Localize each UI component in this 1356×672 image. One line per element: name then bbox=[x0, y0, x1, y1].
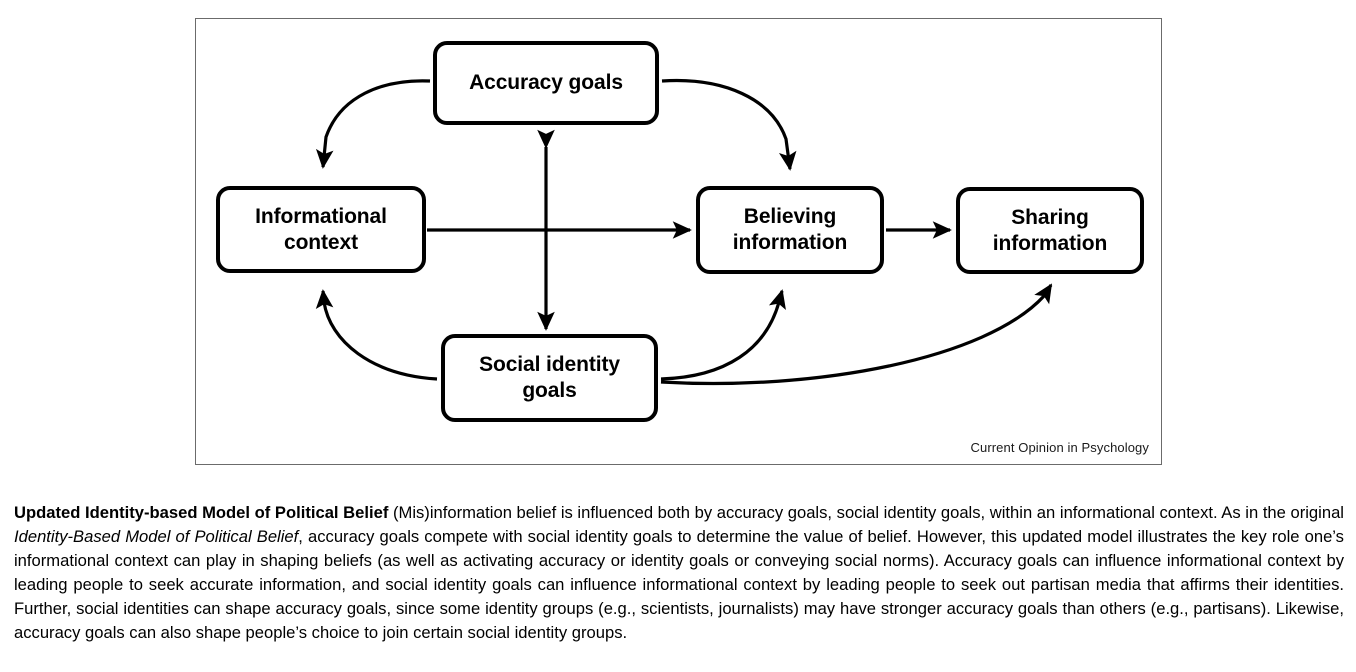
node-accuracy-goals[interactable]: Accuracy goals bbox=[433, 41, 659, 125]
diagram-arrows bbox=[315, 78, 1053, 386]
caption-segment-2: , accuracy goals compete with social ide… bbox=[14, 526, 1344, 643]
caption-segment-1: (Mis)information belief is influenced bo… bbox=[388, 502, 1344, 522]
caption-italic-title: Identity-Based Model of Political Belief bbox=[14, 526, 299, 546]
edge-social-to-sharing bbox=[660, 283, 1053, 386]
figure-caption: Updated Identity-based Model of Politica… bbox=[14, 501, 1344, 646]
edge-social-to-informational bbox=[315, 289, 438, 381]
edge-social-to-believing bbox=[660, 289, 786, 381]
journal-attribution: Current Opinion in Psychology bbox=[970, 440, 1149, 455]
caption-title: Updated Identity-based Model of Politica… bbox=[14, 502, 389, 522]
edge-accuracy-to-believing bbox=[661, 78, 797, 171]
node-accuracy-goals-label: Accuracy goals bbox=[469, 71, 623, 95]
edge-accuracy-to-informational bbox=[315, 79, 431, 169]
